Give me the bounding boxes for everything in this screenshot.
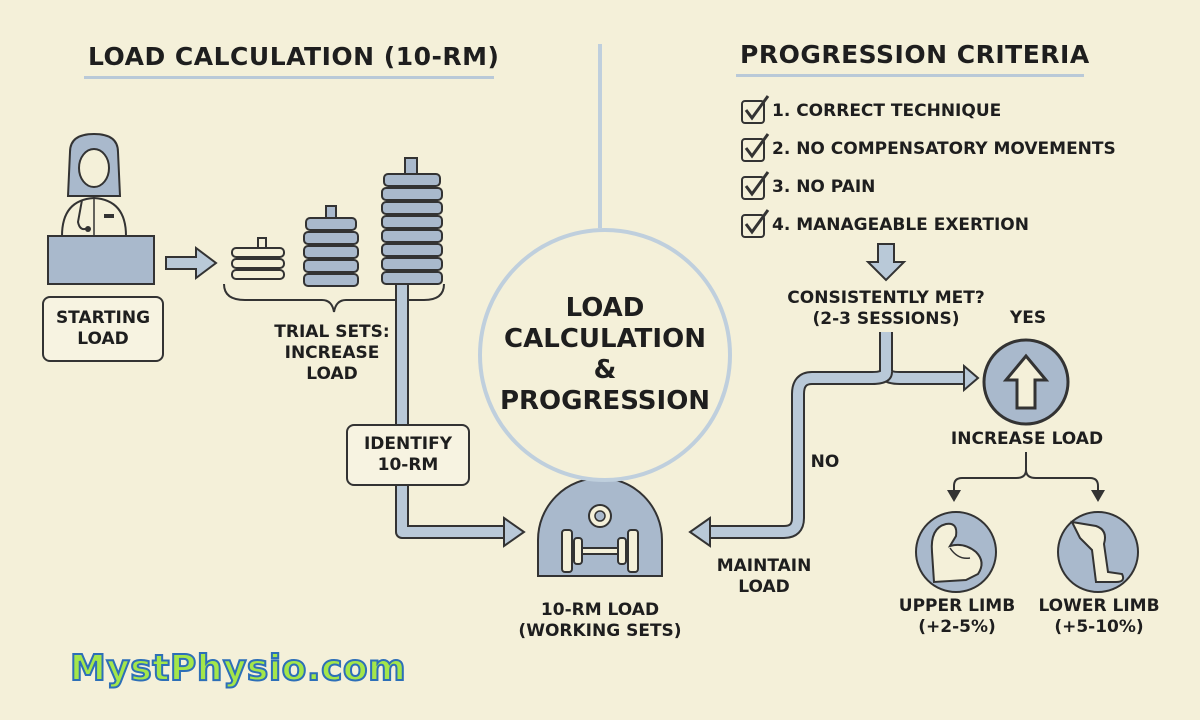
dumbbell-icon [537,477,663,577]
trial-sets-brace [223,283,445,313]
center-line: & [593,355,617,385]
working-sets-label: 10-RM LOAD (WORKING SETS) [518,600,682,642]
label-line: LOAD [306,364,358,384]
maintain-load-label: MAINTAIN LOAD [714,556,814,598]
center-line: LOAD [565,293,645,323]
label-line: (+5-10%) [1054,617,1144,637]
criterion-1: 1. CORRECT TECHNIQUE [740,100,1001,122]
arrowhead-yes [963,363,980,393]
box-line: STARTING [55,308,151,328]
brand-logo: MystPhysio.com [69,647,407,690]
upper-limb-icon [915,511,997,593]
label-line: 10-RM LOAD [540,600,660,620]
trial-sets-label: TRIAL SETS: INCREASE LOAD [262,322,402,385]
box-line: 10-RM [377,455,439,475]
criterion-label: 2. NO COMPENSATORY MOVEMENTS [772,139,1116,159]
box-line: LOAD [77,329,129,349]
checkbox-icons [741,95,770,238]
label-line: (2-3 SESSIONS) [812,309,960,329]
label-line: TRIAL SETS: [274,322,390,342]
arrowhead-upper-limb [947,490,961,502]
label-line: UPPER LIMB [898,596,1016,616]
title-underline [84,76,494,79]
lower-limb-icon [1057,511,1139,593]
consistently-met-label: CONSISTENTLY MET? (2-3 SESSIONS) [770,288,1002,330]
arrow-to-trials [165,246,218,280]
label-line: (WORKING SETS) [518,621,682,641]
arrowhead-lower-limb [1091,490,1105,502]
lower-limb-label: LOWER LIMB (+5-10%) [1034,596,1164,638]
label-line: INCREASE [284,343,380,363]
label-line: CONSISTENTLY MET? [787,288,985,308]
label-line: MAINTAIN [716,556,812,576]
criterion-3: 3. NO PAIN [740,176,875,198]
label-line: LOWER LIMB [1038,596,1160,616]
criterion-label: 4. MANAGEABLE EXERTION [772,215,1029,235]
center-line: PROGRESSION [499,386,711,416]
arrowhead-no [688,516,711,548]
pipe-to-working-sets [397,232,504,537]
label-line: LOAD [738,577,790,597]
upper-limb-label: UPPER LIMB (+2-5%) [892,596,1022,638]
center-line: CALCULATION [504,324,706,354]
no-label: NO [810,452,840,472]
criterion-label: 3. NO PAIN [772,177,876,197]
criterion-label: 1. CORRECT TECHNIQUE [772,101,1002,121]
arrow-down-criteria [865,243,907,282]
pipe-no [708,370,891,537]
medium-weight-stack-icon [303,205,359,287]
center-topic-circle: LOAD CALCULATION & PROGRESSION [478,228,732,482]
load-calculation-title: LOAD CALCULATION (10-RM) [88,42,500,71]
increase-arrow-icon [982,338,1070,426]
large-weight-stack-icon [381,157,443,285]
arrowhead-working-sets [503,516,526,548]
criterion-2: 2. NO COMPENSATORY MOVEMENTS [740,138,1116,160]
clinician-icon [47,132,155,285]
box-line: IDENTIFY [363,434,453,454]
title-underline-right [736,74,1084,77]
increase-load-label: INCREASE LOAD [950,429,1104,449]
criterion-4: 4. MANAGEABLE EXERTION [740,214,1029,236]
small-weight-stack-icon [231,237,285,280]
yes-label: YES [1009,308,1047,328]
progression-criteria-title: PROGRESSION CRITERIA [740,40,1090,69]
label-line: (+2-5%) [918,617,996,637]
